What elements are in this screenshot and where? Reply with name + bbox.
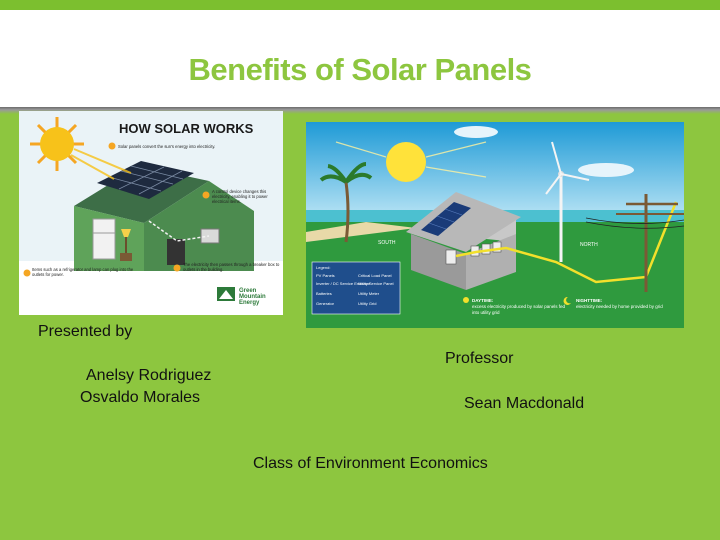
legend-item: Generator — [316, 301, 335, 306]
step-2-text: A control device changes this electricit… — [212, 189, 268, 204]
svg-text:Mountain: Mountain — [239, 294, 266, 300]
daytime-text: excess electricity produced by solar pan… — [472, 304, 566, 315]
svg-text:Green: Green — [239, 288, 257, 294]
professor-name: Sean Macdonald — [464, 395, 585, 412]
legend-title: Legend: — [316, 265, 330, 270]
top-accent-strip — [0, 0, 720, 10]
step-1-text: Solar panels convert the sun's energy in… — [118, 144, 215, 149]
legend-item: PV Panels — [316, 273, 335, 278]
sun-icon — [30, 117, 84, 171]
legend-item: Utility Meter — [358, 291, 380, 296]
palm-tree-icon — [319, 162, 373, 243]
grid-tied-solar-diagram: SOUTH NORTH Legend: PV Panels Critical L… — [306, 122, 684, 328]
step-3-text: The electricity then passes through a br… — [183, 262, 280, 272]
daytime-sun-icon — [463, 297, 469, 303]
legend-item: Inverter / DC Service Entrance — [316, 281, 371, 286]
slide-title: Benefits of Solar Panels — [188, 52, 532, 87]
svg-text:Energy: Energy — [239, 300, 260, 306]
legend-item: Batteries — [316, 291, 332, 296]
daytime-label: DAYTIME: — [472, 298, 494, 303]
how-solar-works-illustration: HOW SOLAR WORKS Solar panels convert the… — [19, 111, 283, 315]
legend-item: Critical Load Panel — [358, 273, 392, 278]
how-solar-works-heading: HOW SOLAR WORKS — [119, 121, 254, 136]
class-name: Class of Environment Economics — [253, 455, 488, 472]
nighttime-moon-icon — [563, 296, 571, 305]
banner-shadow — [0, 107, 720, 114]
legend-box — [311, 261, 401, 315]
legend-item: Utility Service Panel — [358, 281, 394, 286]
sun-icon — [386, 142, 426, 182]
green-mountain-energy-logo: Green Mountain Energy — [239, 288, 266, 306]
nighttime-label: NIGHTTIME: — [576, 298, 603, 303]
legend-item: Utility Grid — [358, 301, 376, 306]
south-label: SOUTH — [378, 240, 396, 246]
presenter-name-1: Anelsy Rodriguez — [86, 367, 212, 384]
presenter-name-2: Osvaldo Morales — [80, 389, 201, 406]
title-banner — [0, 10, 720, 107]
north-label: NORTH — [580, 242, 598, 248]
step-4-text: Items such as a refrigerator and lamp ca… — [32, 267, 134, 277]
professor-label: Professor — [445, 350, 514, 367]
presented-by-label: Presented by — [38, 323, 133, 340]
wind-turbine-icon — [545, 141, 590, 262]
nighttime-text: electricity needed by home provided by g… — [576, 304, 663, 309]
utility-pole-icon — [585, 194, 684, 292]
